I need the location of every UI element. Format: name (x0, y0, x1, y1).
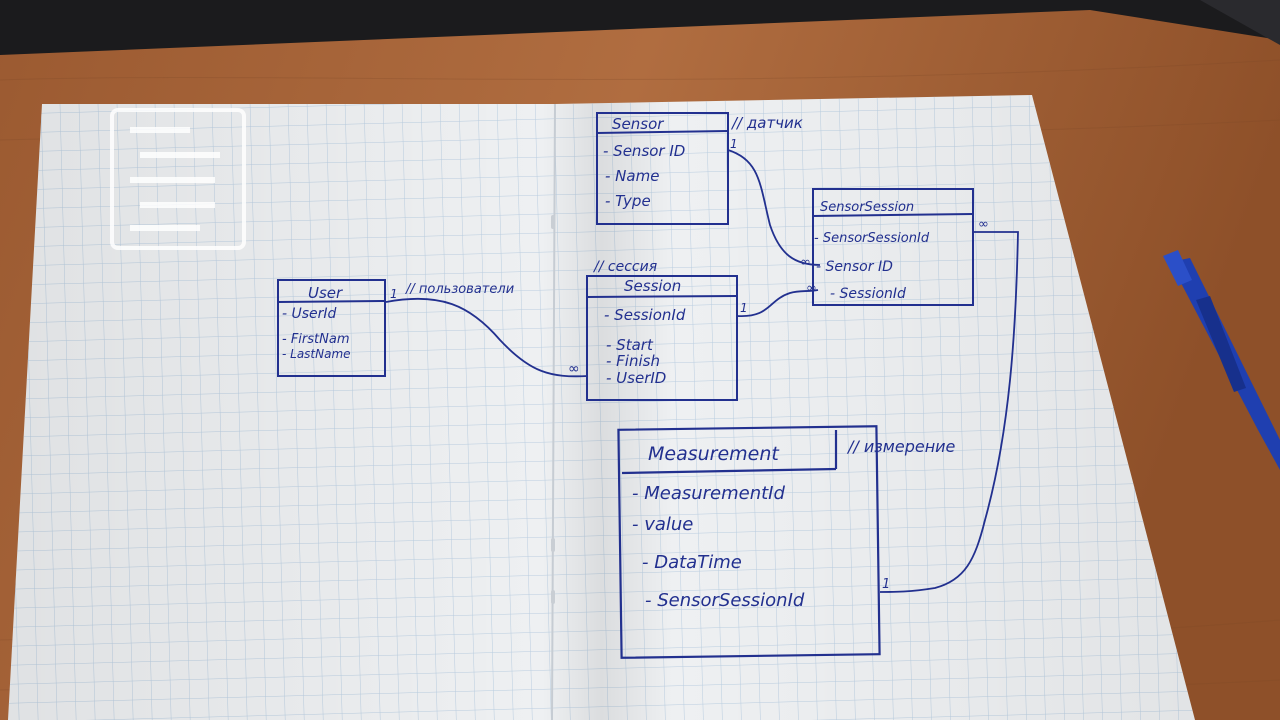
entity-session-field-3: - UserID (606, 369, 666, 387)
entity-session-field-1: - Start (606, 336, 654, 354)
entity-measurement-comment: // измерение (846, 437, 956, 456)
entity-sensor-field-0: - Sensor ID (603, 142, 685, 160)
laptop-corner (1200, 0, 1280, 45)
entity-measurement-title: Measurement (648, 443, 780, 465)
faded-notebook-logo (110, 108, 246, 250)
entity-sensor-session (812, 188, 974, 306)
entity-sensor-session-field-0: - SensorSessionId (814, 231, 930, 246)
entity-user-field-0: - UserId (282, 306, 337, 322)
pen (1163, 250, 1280, 470)
entity-session-field-2: - Finish (606, 352, 660, 370)
entity-measurement-field-3: - SensorSessionId (645, 590, 805, 611)
entity-user (277, 279, 386, 377)
entity-user-title: User (308, 284, 343, 302)
laptop-edge (0, 0, 1280, 55)
entity-sensor-field-2: - Type (605, 192, 651, 210)
cardinality-sensor-session-many-session: ∞ (806, 281, 817, 296)
entity-sensor-comment: // датчик (730, 114, 803, 132)
entity-measurement-field-1: - value (632, 514, 693, 535)
cardinality-sensor-session-many-measurement: ∞ (978, 217, 989, 232)
entity-session (586, 275, 738, 401)
entity-measurement (617, 425, 881, 659)
paper-shading (8, 95, 1195, 720)
entity-user-field-2: - LastName (282, 347, 351, 361)
entity-measurement-field-0: - MeasurementId (632, 483, 785, 504)
cardinality-session-many-user: ∞ (568, 361, 580, 377)
relation-sensor-session-measurement (879, 231, 1019, 593)
entity-sensor-session-title: SensorSession (820, 200, 914, 215)
entity-session-field-0: - SessionId (604, 306, 686, 324)
entity-sensor-session-field-2: - SessionId (830, 286, 906, 302)
cardinality-user-one: 1 (390, 287, 398, 301)
cardinality-sensor-session-many-sensor: ∞ (800, 255, 811, 270)
entity-session-title: Session (624, 277, 681, 295)
entity-sensor-session-field-1: - Sensor ID (816, 259, 893, 275)
entity-sensor-field-1: - Name (605, 167, 659, 185)
spine-staples (551, 215, 555, 604)
cardinality-session-one: 1 (740, 301, 748, 315)
entity-sensor (596, 112, 729, 225)
relation-sensor-sensor-session (727, 149, 821, 266)
cardinality-measurement-one: 1 (882, 577, 890, 592)
entity-sensor-title: Sensor (612, 115, 664, 133)
relation-user-session (385, 297, 589, 378)
cardinality-sensor-one: 1 (730, 137, 738, 151)
relation-session-sensor-session (736, 289, 819, 317)
entity-measurement-field-2: - DataTime (642, 552, 742, 573)
notebook-spine (551, 103, 556, 720)
entity-session-comment: // сессия (592, 259, 657, 275)
entity-user-comment: // пользователи (405, 282, 514, 297)
entity-user-field-1: - FirstNam (282, 332, 349, 347)
